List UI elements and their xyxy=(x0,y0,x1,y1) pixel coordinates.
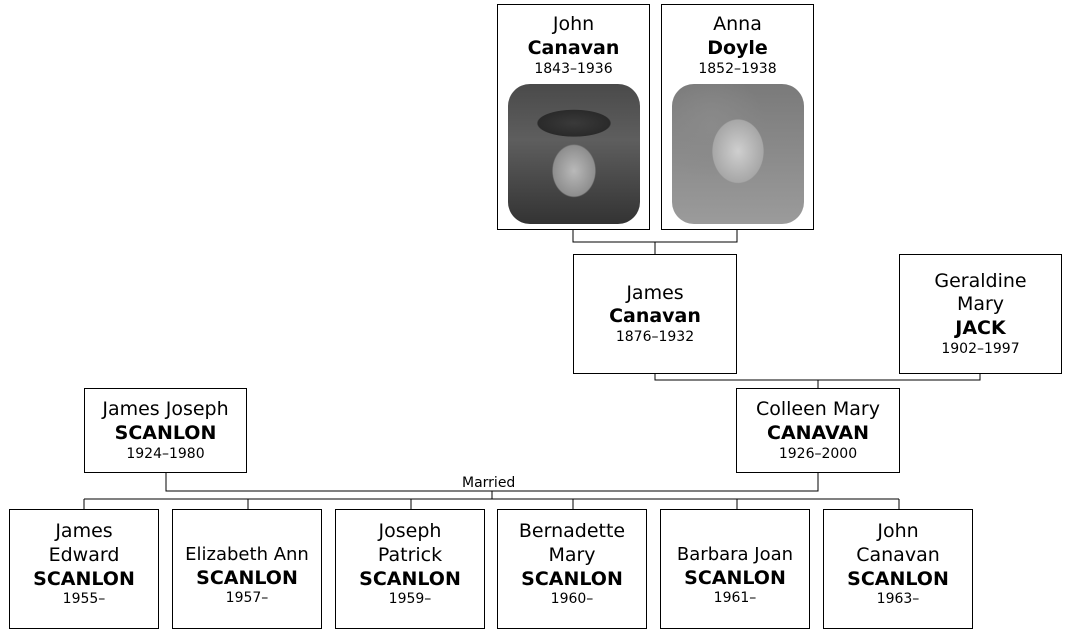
given-name: Anna xyxy=(713,13,762,35)
person-card-colleen-canavan[interactable]: Colleen Mary CANAVAN 1926–2000 xyxy=(736,388,900,473)
given-name-line1: John xyxy=(877,520,919,542)
connector-canavan-parents xyxy=(654,373,981,381)
given-name: James Joseph xyxy=(102,398,229,420)
given-name-line2: Mary xyxy=(548,543,596,566)
life-dates: 1924–1980 xyxy=(126,445,205,462)
life-dates: 1957– xyxy=(225,590,269,607)
given-name-line2: Canavan xyxy=(856,543,940,566)
life-dates: 1843–1936 xyxy=(534,60,613,77)
person-card-child[interactable]: John Canavan SCANLON 1963– xyxy=(823,509,973,629)
life-dates: 1926–2000 xyxy=(778,445,858,462)
life-dates: 1876–1932 xyxy=(615,329,695,345)
person-card-james-canavan[interactable]: James Canavan 1876–1932 xyxy=(573,254,737,374)
given-name-line2: Barbara Joan xyxy=(676,544,794,565)
life-dates: 1961– xyxy=(713,590,757,607)
given-name-line1: Geraldine xyxy=(934,269,1027,292)
given-name-line2: Elizabeth Ann xyxy=(185,544,309,565)
life-dates: 1960– xyxy=(550,591,594,608)
person-card-child[interactable]: Bernadette Mary SCANLON 1960– xyxy=(497,509,647,629)
person-card-child[interactable]: Elizabeth Ann SCANLON 1957– xyxy=(172,509,322,629)
given-name-line1: Bernadette xyxy=(518,520,626,542)
portrait-photo xyxy=(671,84,804,224)
person-card-child[interactable]: Joseph Patrick SCANLON 1959– xyxy=(335,509,485,629)
given-name-line1 xyxy=(173,520,321,544)
surname: Canavan xyxy=(527,36,620,59)
surname: SCANLON xyxy=(521,567,623,590)
life-dates: 1852–1938 xyxy=(698,60,777,77)
given-name: James xyxy=(626,281,684,304)
life-dates: 1959– xyxy=(388,591,432,608)
surname: Canavan xyxy=(609,305,701,328)
given-name: John xyxy=(552,13,595,35)
portrait-photo xyxy=(507,84,640,224)
person-card-james-joseph-scanlon[interactable]: James Joseph SCANLON 1924–1980 xyxy=(84,388,247,473)
surname: JACK xyxy=(955,317,1006,340)
connector-grandparents xyxy=(572,229,738,243)
surname: SCANLON xyxy=(684,566,786,589)
life-dates: 1955– xyxy=(62,591,106,608)
surname: SCANLON xyxy=(114,421,217,444)
given-name-line2: Edward xyxy=(48,543,120,566)
person-card-child[interactable]: James Edward SCANLON 1955– xyxy=(9,509,159,629)
given-name: Colleen Mary xyxy=(755,398,880,420)
surname: SCANLON xyxy=(196,566,298,589)
person-card-child[interactable]: Barbara Joan SCANLON 1961– xyxy=(660,509,810,629)
given-name-line2: Patrick xyxy=(377,543,443,566)
given-name-line1: James xyxy=(55,520,113,542)
given-name-line1 xyxy=(661,520,809,544)
person-card-geraldine-jack[interactable]: Geraldine Mary JACK 1902–1997 xyxy=(899,254,1062,374)
person-card-john-canavan[interactable]: John Canavan 1843–1936 xyxy=(497,4,650,230)
life-dates: 1963– xyxy=(876,591,920,608)
life-dates: 1902–1997 xyxy=(941,340,1020,357)
given-name-line2: Mary xyxy=(956,293,1005,316)
surname: SCANLON xyxy=(847,567,949,590)
given-name-line1: Joseph xyxy=(378,520,442,542)
surname: SCANLON xyxy=(359,567,461,590)
surname: Doyle xyxy=(707,36,768,59)
person-card-anna-doyle[interactable]: Anna Doyle 1852–1938 xyxy=(661,4,814,230)
surname: SCANLON xyxy=(33,567,135,590)
marriage-label: Married xyxy=(462,475,516,491)
surname: CANAVAN xyxy=(767,421,869,444)
